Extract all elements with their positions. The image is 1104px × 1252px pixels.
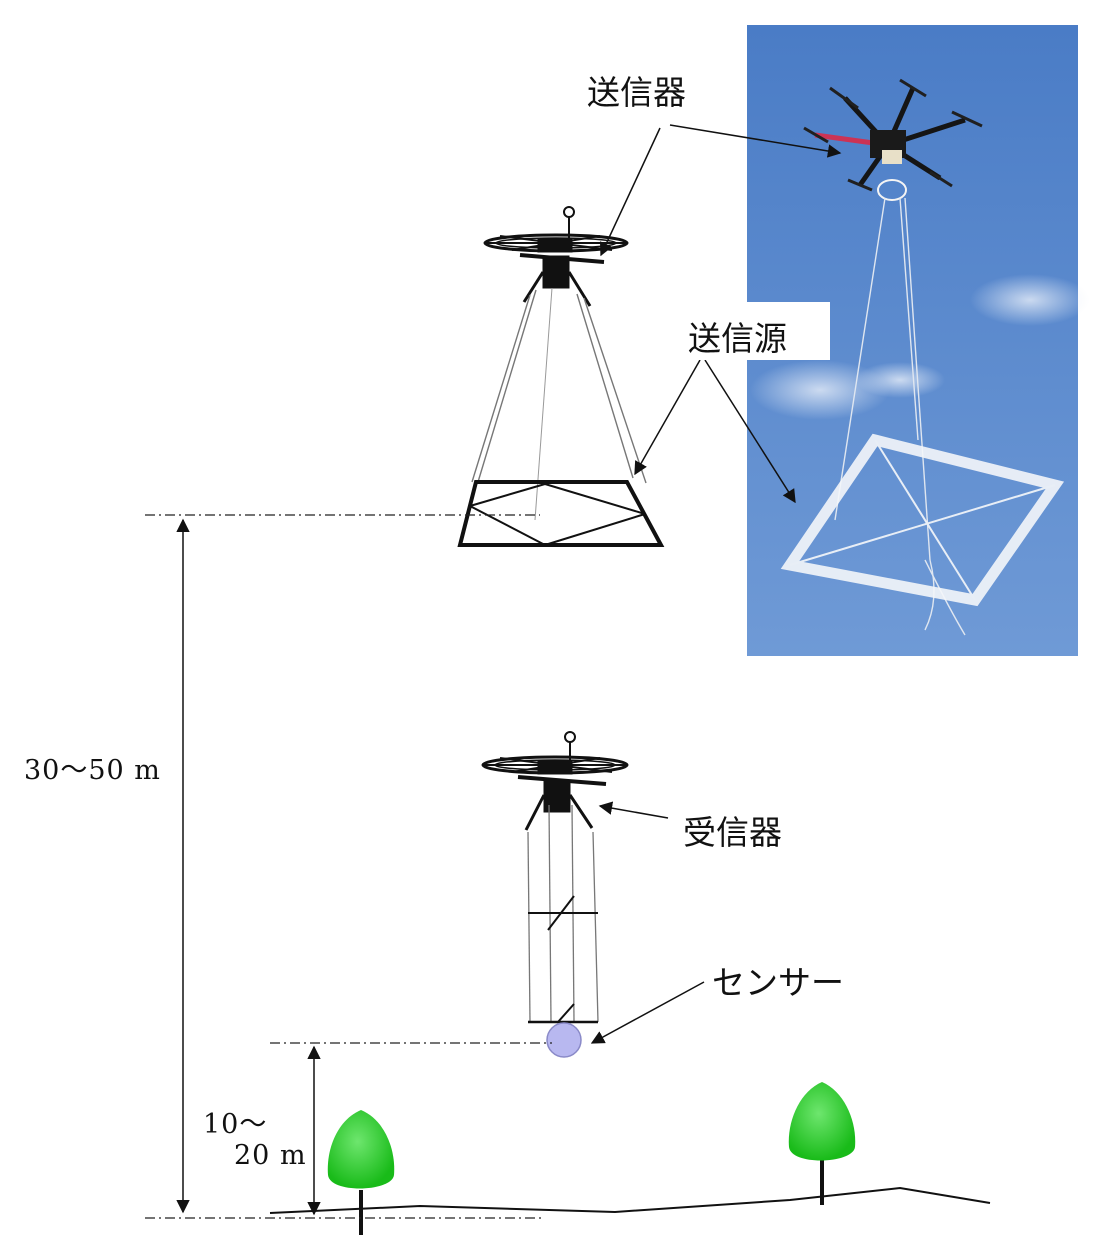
source-label: 送信源 — [688, 319, 787, 358]
transmitter-drone — [471, 206, 647, 521]
receiver-label: 受信器 — [683, 813, 782, 852]
gps-antenna-icon — [563, 206, 575, 218]
gps-antenna-icon — [564, 731, 576, 743]
height-total-label: 30～50 m — [24, 755, 161, 786]
receiver-drone — [481, 731, 629, 1024]
source-label-backing — [678, 302, 830, 360]
photo-tethers — [834, 197, 966, 636]
tree-right — [788, 1082, 856, 1205]
transmitter-source-loop — [457, 480, 665, 547]
height-sensor-label-line1: 10～ — [203, 1109, 268, 1140]
transmitter-label: 送信器 — [587, 73, 686, 112]
ground-line — [269, 1186, 991, 1214]
height-sensor-label-line2: 20 m — [234, 1140, 307, 1171]
leader-lines — [590, 124, 842, 1044]
reference-lines — [145, 514, 552, 1219]
sensor-ball — [546, 1022, 582, 1058]
tree-left — [327, 1110, 395, 1235]
photo-propellers — [803, 78, 983, 192]
sensor-label: センサー — [712, 963, 844, 1002]
